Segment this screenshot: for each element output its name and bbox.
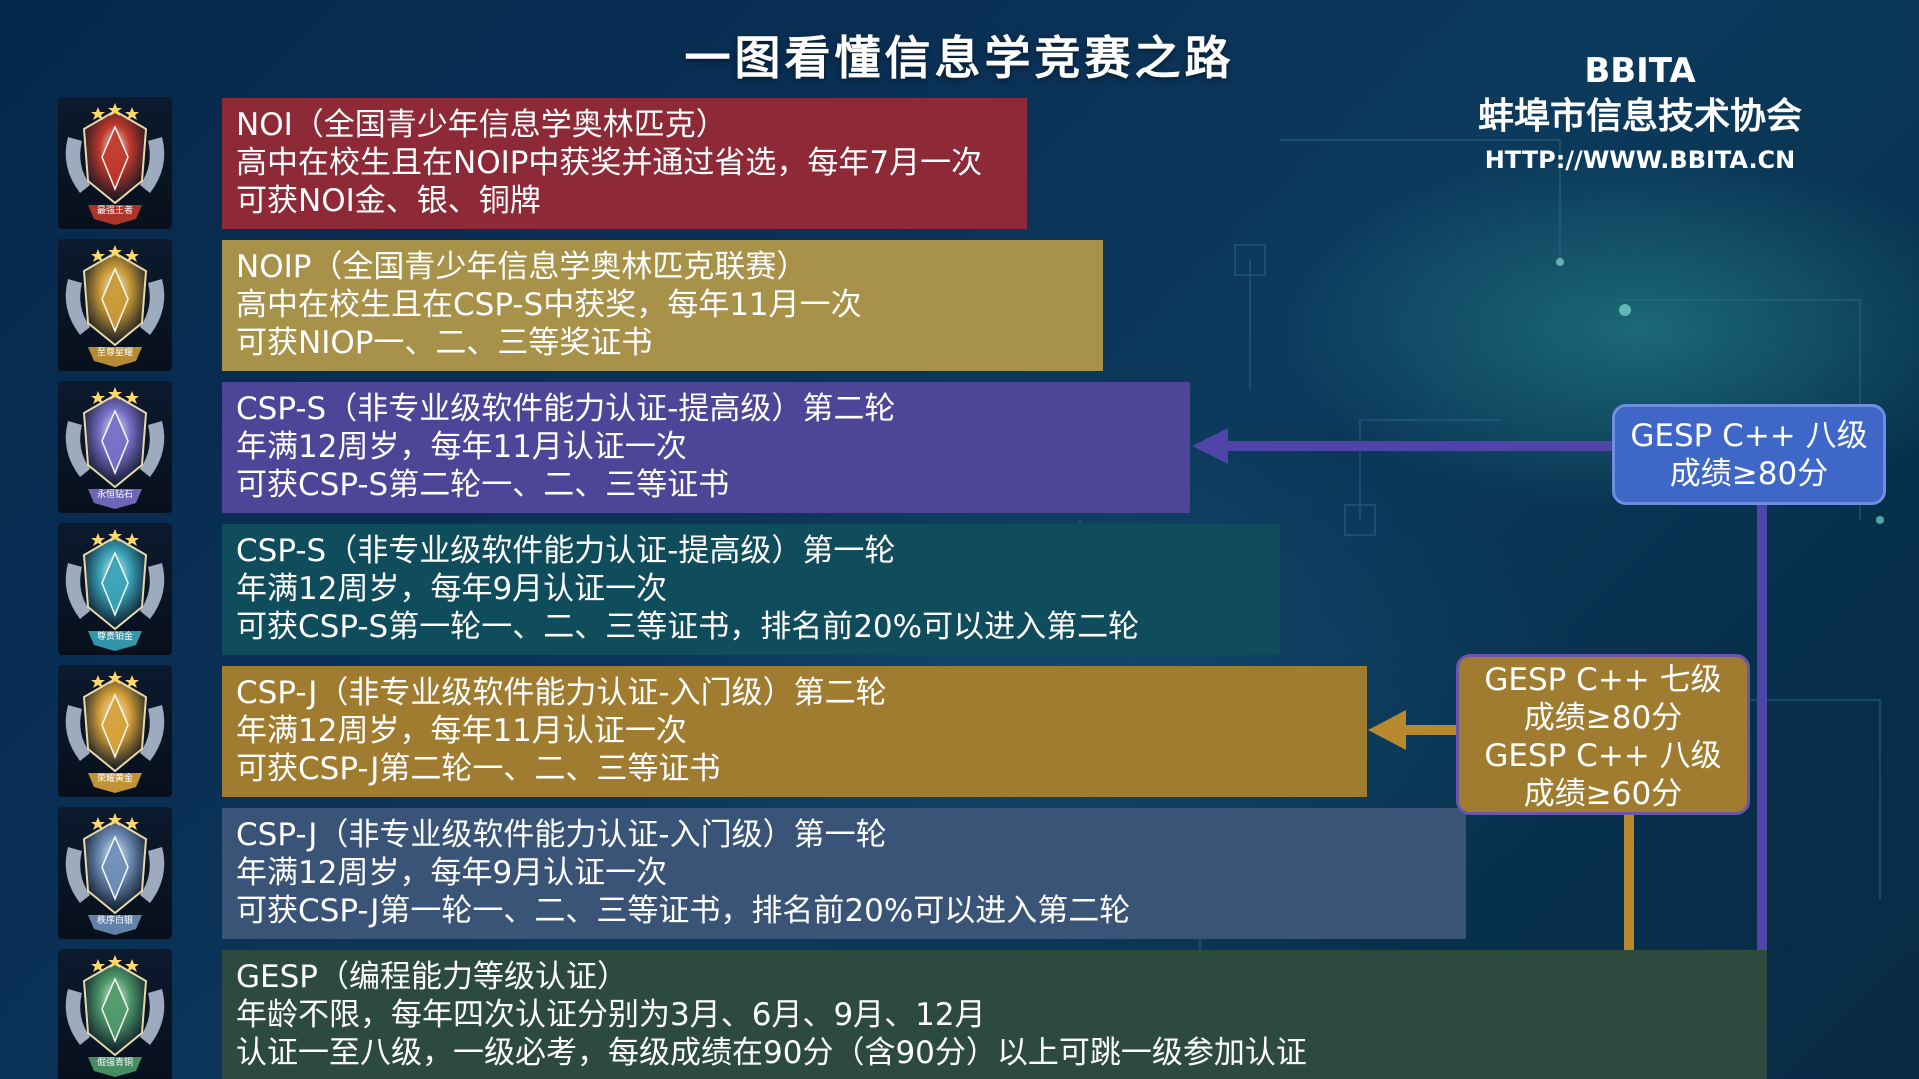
rank-badge-label: 尊贵铂金 <box>96 632 133 642</box>
level-csp-s-round2-requirement: 年满12周岁，每年11月认证一次 <box>236 429 687 465</box>
level-csp-s-round1-award: 可获CSP-S第一轮一、二、三等证书，排名前20%可以进入第二轮 <box>236 609 1140 645</box>
page-title: 一图看懂信息学竞赛之路 <box>684 31 1235 85</box>
org-url: HTTP://WWW.BBITA.CN <box>1484 146 1796 174</box>
level-csp-s-round1-title: CSP-S（非专业级软件能力认证-提高级）第一轮 <box>236 533 896 569</box>
level-csp-s-round2-award: 可获CSP-S第二轮一、二、三等证书 <box>236 467 730 503</box>
gesp-level8-80-box: GESP C++ 八级 成绩≥80分 <box>1612 404 1886 505</box>
level-csp-j-round2-title: CSP-J（非专业级软件能力认证-入门级）第二轮 <box>236 675 887 711</box>
level-gesp-title: GESP（编程能力等级认证） <box>236 959 628 995</box>
rank-badge-label: 倔强青铜 <box>96 1058 133 1068</box>
arrow-head-purple <box>1192 428 1228 464</box>
level-csp-j-round2-requirement: 年满12周岁，每年11月认证一次 <box>236 713 687 749</box>
level-gesp: GESP（编程能力等级认证） 年龄不限，每年四次认证分别为3月、6月、9月、12… <box>222 950 1767 1079</box>
level-noip-title: NOIP（全国青少年信息学奥林匹克联赛） <box>236 249 808 285</box>
gesp-box-line: 成绩≥80分 <box>1669 456 1829 492</box>
rank-badge-icon: 最强王者 <box>58 97 172 229</box>
gesp-box-line: 成绩≥80分 <box>1523 700 1683 736</box>
organization-info: BBITA 蚌埠市信息技术协会 HTTP://WWW.BBITA.CN <box>1430 48 1850 180</box>
gesp-box-line: GESP C++ 八级 <box>1630 418 1868 454</box>
level-csp-j-round2: CSP-J（非专业级软件能力认证-入门级）第二轮 年满12周岁，每年11月认证一… <box>222 666 1367 797</box>
level-csp-j-round1-title: CSP-J（非专业级软件能力认证-入门级）第一轮 <box>236 817 887 853</box>
rank-badge-label: 最强王者 <box>96 206 133 216</box>
level-csp-s-round1-requirement: 年满12周岁，每年9月认证一次 <box>236 571 668 607</box>
rank-badge-label: 秩序白银 <box>96 916 133 926</box>
rank-badge-label: 荣耀黄金 <box>96 774 133 784</box>
arrow-head-gold <box>1368 710 1406 750</box>
gesp-level7-level8-box: GESP C++ 七级 成绩≥80分 GESP C++ 八级 成绩≥60分 <box>1456 654 1750 815</box>
level-csp-j-round1: CSP-J（非专业级软件能力认证-入门级）第一轮 年满12周岁，每年9月认证一次… <box>222 808 1466 939</box>
level-csp-s-round2-title: CSP-S（非专业级软件能力认证-提高级）第二轮 <box>236 391 896 427</box>
level-noip: NOIP（全国青少年信息学奥林匹克联赛） 高中在校生且在CSP-S中获奖，每年1… <box>222 240 1103 371</box>
rank-badge-icon: 尊贵铂金 <box>58 523 172 655</box>
level-noip-requirement: 高中在校生且在CSP-S中获奖，每年11月一次 <box>236 287 862 323</box>
gesp-box-line: 成绩≥60分 <box>1523 776 1683 812</box>
level-csp-j-round1-requirement: 年满12周岁，每年9月认证一次 <box>236 855 668 891</box>
rank-badge-icon: 秩序白银 <box>58 807 172 939</box>
org-name: 蚌埠市信息技术协会 <box>1477 96 1802 137</box>
level-csp-s-round1: CSP-S（非专业级软件能力认证-提高级）第一轮 年满12周岁，每年9月认证一次… <box>222 524 1280 655</box>
level-gesp-requirement: 年龄不限，每年四次认证分别为3月、6月、9月、12月 <box>236 997 986 1033</box>
rank-badge-icon: 至尊星耀 <box>58 239 172 371</box>
level-csp-j-round2-award: 可获CSP-J第二轮一、二、三等证书 <box>236 751 721 787</box>
level-gesp-award: 认证一至八级，一级必考，每级成绩在90分（含90分）以上可跳一级参加认证 <box>236 1035 1307 1071</box>
level-csp-j-round1-award: 可获CSP-J第一轮一、二、三等证书，排名前20%可以进入第二轮 <box>236 893 1131 929</box>
rank-badge-label: 永恒钻石 <box>96 490 133 500</box>
gesp-box-line: GESP C++ 八级 <box>1484 738 1722 774</box>
level-noi: NOI（全国青少年信息学奥林匹克） 高中在校生且在NOIP中获奖并通过省选，每年… <box>222 98 1027 229</box>
level-noip-award: 可获NIOP一、二、三等奖证书 <box>236 325 653 361</box>
level-noi-title: NOI（全国青少年信息学奥林匹克） <box>236 107 727 143</box>
rank-badge-icon: 永恒钻石 <box>58 381 172 513</box>
rank-badge-label: 至尊星耀 <box>96 348 133 358</box>
org-abbreviation: BBITA <box>1584 51 1696 91</box>
gesp-box-line: GESP C++ 七级 <box>1484 662 1722 698</box>
rank-badge-icon: 荣耀黄金 <box>58 665 172 797</box>
level-noi-requirement: 高中在校生且在NOIP中获奖并通过省选，每年7月一次 <box>236 145 983 181</box>
rank-badge-icon: 倔强青铜 <box>58 949 172 1079</box>
level-csp-s-round2: CSP-S（非专业级软件能力认证-提高级）第二轮 年满12周岁，每年11月认证一… <box>222 382 1190 513</box>
level-noi-award: 可获NOI金、银、铜牌 <box>236 183 541 219</box>
